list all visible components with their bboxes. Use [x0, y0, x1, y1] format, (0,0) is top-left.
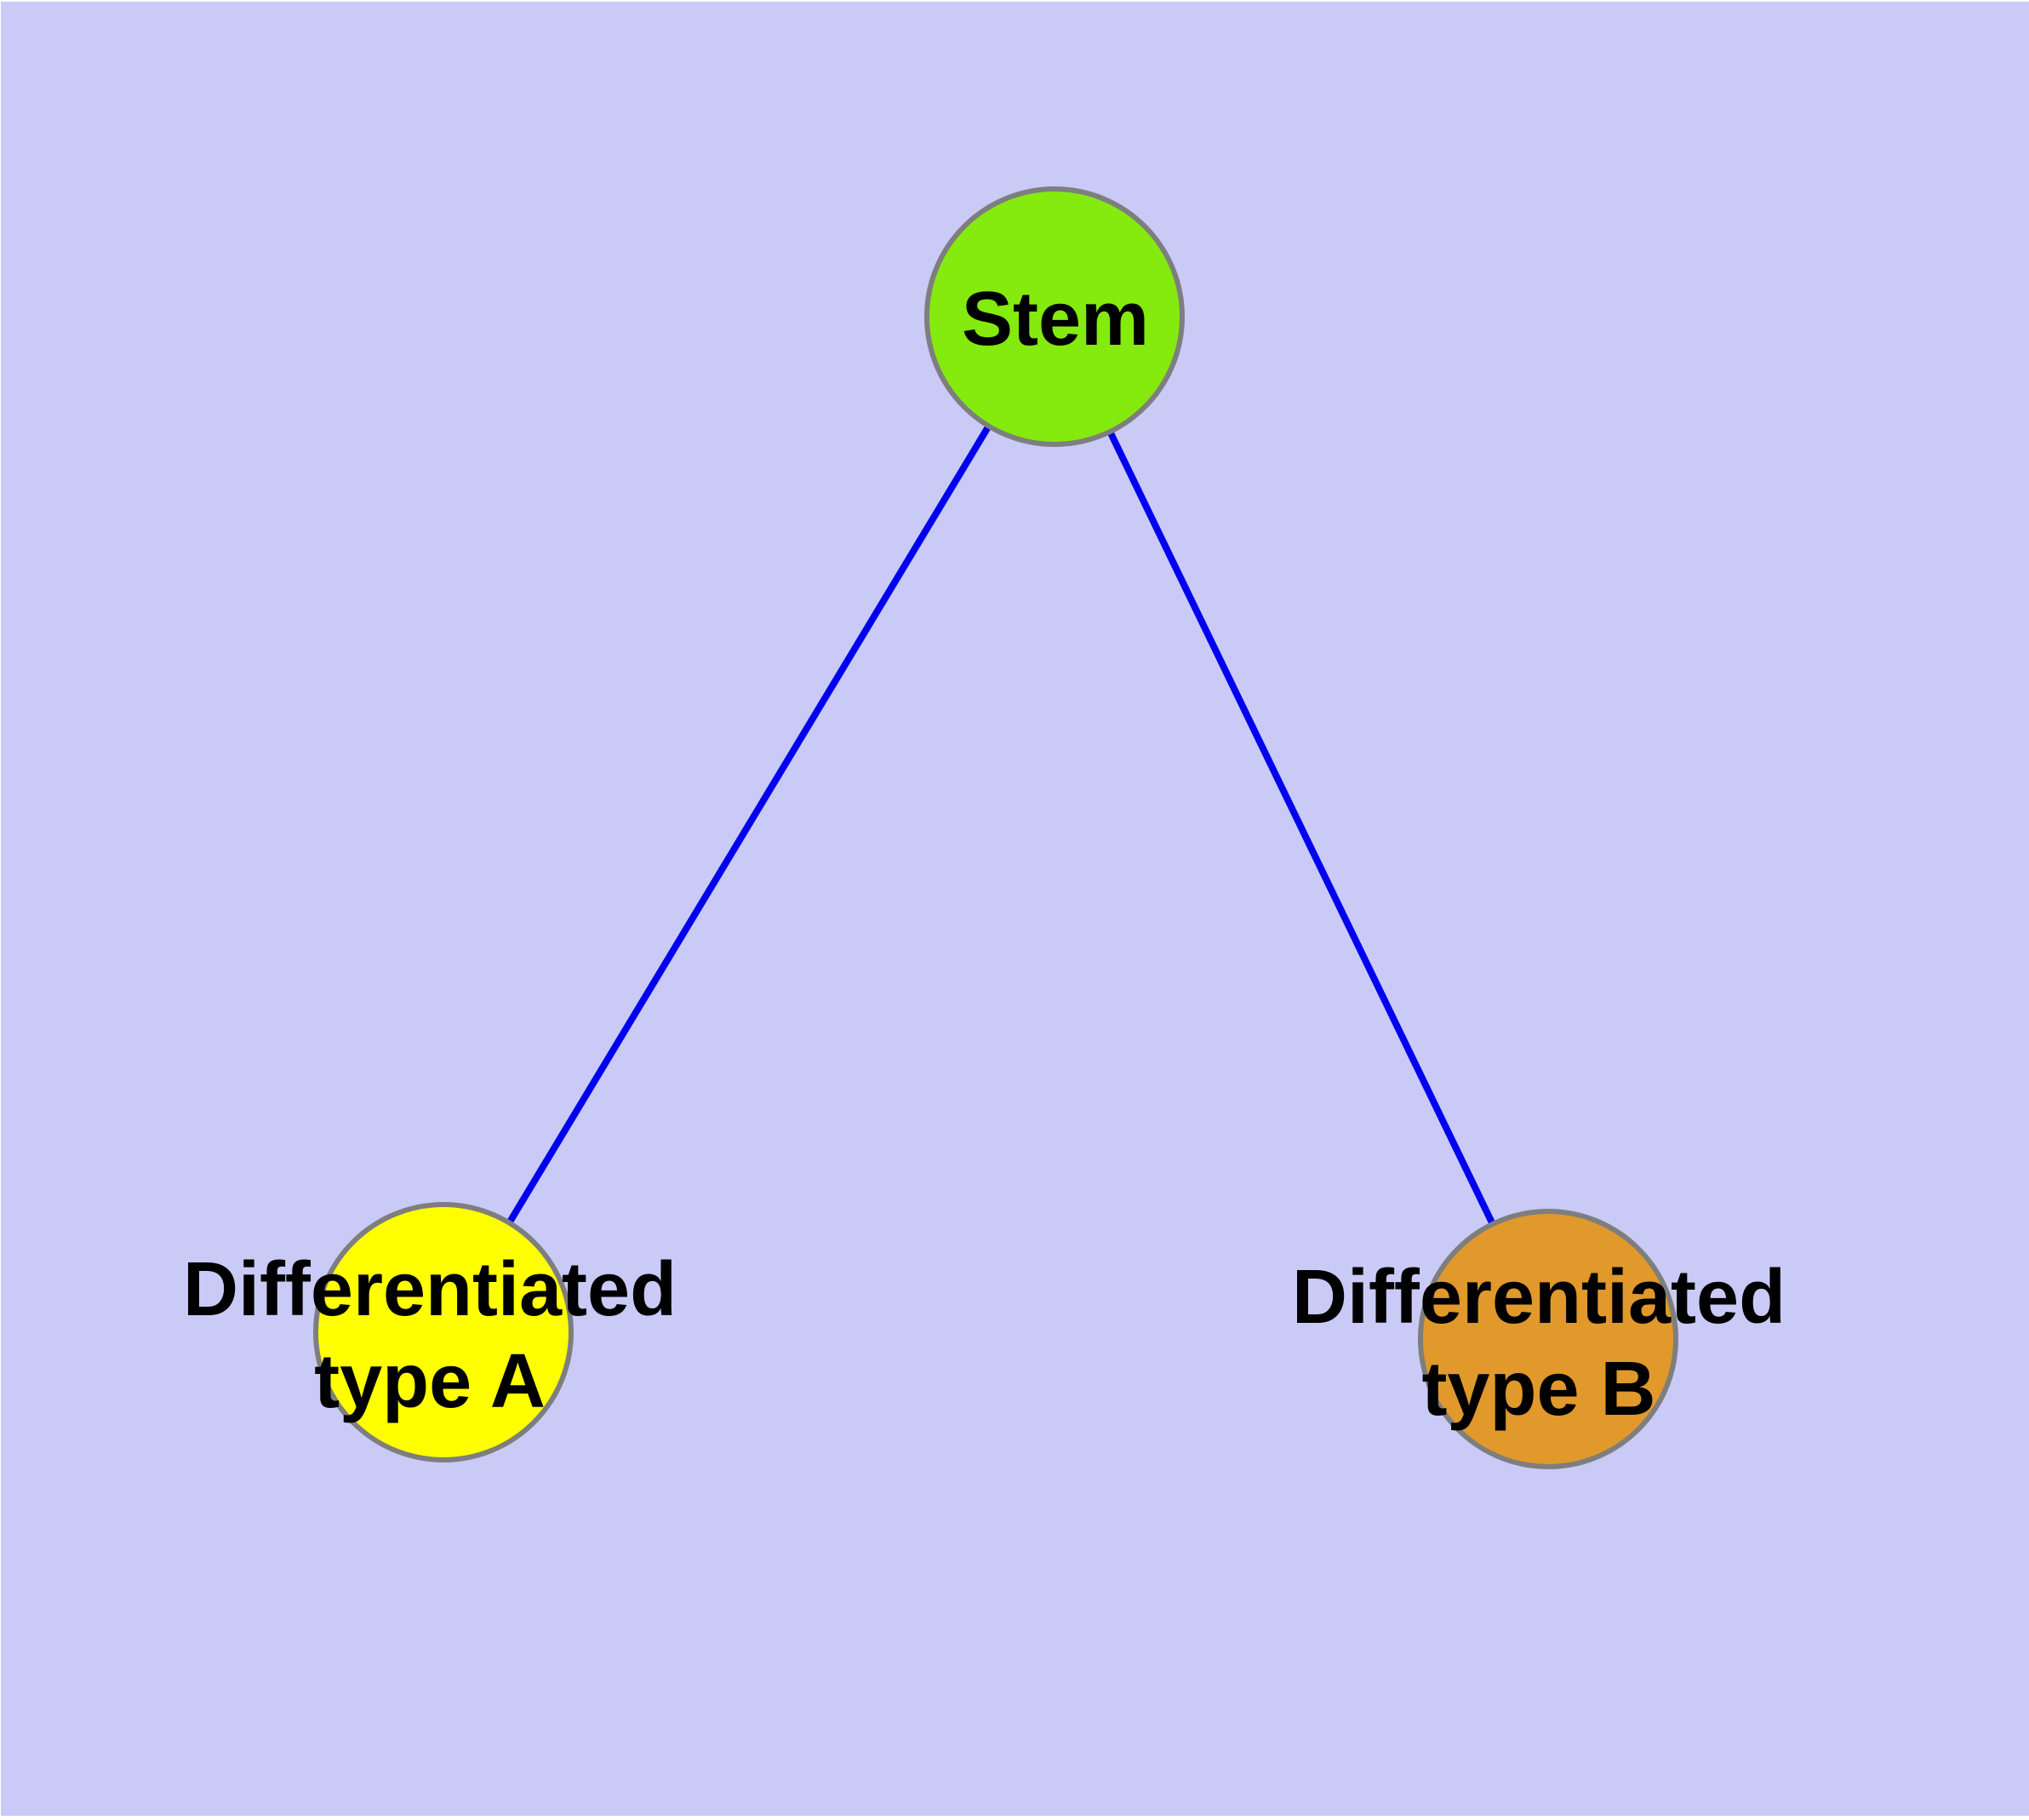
node-label-line: type A — [314, 1339, 546, 1424]
node-label-line: Differentiated — [1291, 1255, 1786, 1340]
node-label-differentiated-type-b: Differentiated type B — [1292, 1251, 1786, 1435]
node-label-differentiated-type-a: Differentiated type A — [183, 1244, 677, 1428]
node-circle-stem — [924, 186, 1185, 447]
node-circle-differentiated-type-b — [1418, 1209, 1678, 1469]
node-label-line: Differentiated — [182, 1247, 677, 1332]
node-label-stem: Stem — [962, 273, 1149, 365]
edge-stem-to-differentiated-type-a — [440, 314, 1058, 1335]
node-circle-differentiated-type-a — [313, 1202, 574, 1462]
node-label-line: Stem — [961, 277, 1150, 362]
node-label-line: type B — [1421, 1347, 1656, 1432]
edge-stem-to-differentiated-type-b — [1051, 315, 1552, 1341]
